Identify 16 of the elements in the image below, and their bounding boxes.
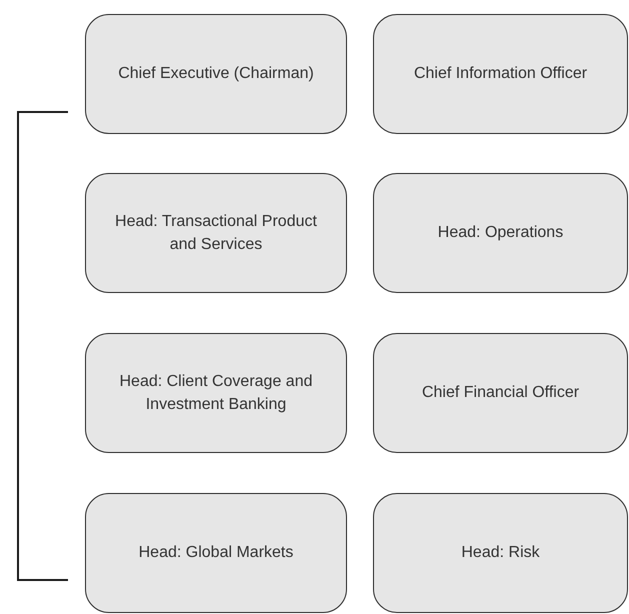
- rounded-box: [373, 173, 628, 293]
- rounded-box: [373, 493, 628, 613]
- box-label: Head: Client Coverage and Investment Banking: [118, 372, 314, 415]
- rounded-box: [373, 14, 628, 134]
- rounded-box: [85, 14, 347, 134]
- box-label: Chief Executive (Chairman): [118, 64, 314, 84]
- rounded-box: [85, 173, 347, 293]
- rounded-box: [373, 333, 628, 453]
- box-label: Head: Global Markets: [138, 543, 294, 563]
- rounded-box: [85, 333, 347, 453]
- box-label: Head: Operations: [438, 223, 564, 244]
- box-label: Chief Financial Officer: [422, 383, 580, 403]
- rounded-box: [85, 493, 347, 613]
- box-label: Chief Information Officer: [414, 64, 588, 84]
- box-label: Head: Risk: [461, 543, 540, 564]
- box-label: Head: Transactional Product and Services: [114, 212, 318, 255]
